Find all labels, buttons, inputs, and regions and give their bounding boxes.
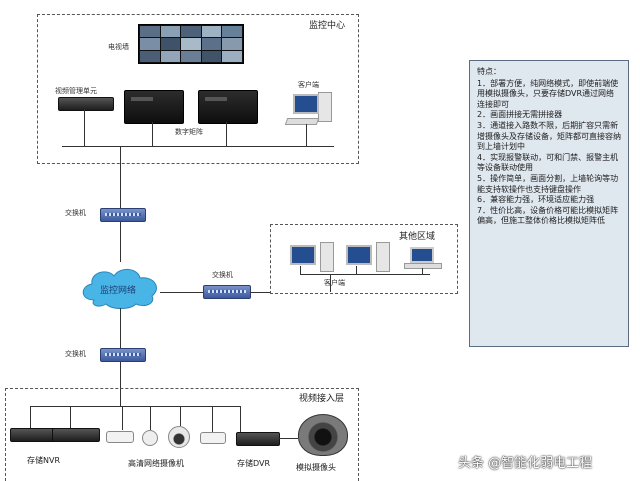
feature-item: 4．实现报警联动，可和门禁、报警主机等设备联动使用 [477,152,619,173]
switch-middle-label: 交换机 [212,271,233,279]
features-panel: 特点： 1．部署方便，纯网络模式，即使前端使用模拟摄像头，只要存储DVR通过网络… [469,60,629,347]
tv-wall-label: 电视墙 [108,43,129,51]
switch-top-label: 交换机 [65,209,86,217]
switch-middle [203,285,251,299]
ip-camera-bullet-2 [200,432,226,444]
digital-matrix-label: 数字矩阵 [175,128,203,136]
other-pc2-monitor [346,245,372,265]
watermark: 头条 @智能化弱电工程 [458,456,593,471]
ip-camera-dome-1 [142,430,158,446]
server-left [124,90,184,124]
ip-camera-bullet-1 [106,431,134,443]
feature-item: 5．操作简单，画面分割，上墙轮询等功能支持软操作也支持键盘操作 [477,173,619,194]
video-access-box [5,388,359,481]
video-access-title: 视频接入层 [299,394,345,404]
monitoring-center-box [37,14,359,164]
other-pc1-tower [320,242,334,272]
tv-wall [138,24,244,64]
video-manager-device [58,97,114,111]
network-cloud [82,269,157,309]
feature-item: 2．画面拼接无需拼接器 [477,110,563,120]
client-monitor [293,94,319,114]
nvr-1 [10,428,58,442]
nvr-2 [52,428,100,442]
video-manager-label: 视频管理单元 [55,87,97,95]
other-area-client-label: 客户端 [324,279,345,287]
feature-item: 3．通道接入路数不限，后期扩容只需新增摄像头及存储设备，矩阵都可直接容纳到上墙计… [477,120,621,152]
feature-item: 1．部署方便，纯网络模式，即使前端使用模拟摄像头，只要存储DVR通过网络连接即可 [477,78,619,109]
dvr-label: 存储DVR [237,459,271,468]
other-area-title: 其他区域 [399,232,436,242]
nvr-label: 存储NVR [27,456,61,465]
features-title: 特点： [477,67,501,76]
analog-camera-label: 模拟摄像头 [296,463,336,472]
ip-camera-ptz [168,426,190,448]
analog-camera [298,414,348,456]
other-area-box [270,224,458,294]
client-keyboard [284,118,320,125]
dvr-device [236,432,280,446]
ip-camera-label: 高清网络摄像机 [128,459,184,468]
network-cloud-label: 监控网络 [100,286,137,296]
switch-bottom-label: 交换机 [65,350,86,358]
server-right [198,90,258,124]
client-label: 客户端 [298,81,319,89]
other-laptop [410,247,434,263]
monitoring-center-title: 监控中心 [309,21,346,31]
other-pc1-monitor [290,245,316,265]
other-pc2-tower [376,242,390,272]
switch-top [100,208,146,222]
client-tower [318,92,332,122]
feature-item: 6．兼容能力强，环境适应能力强 [477,195,595,205]
switch-bottom [100,348,146,362]
feature-item: 7．性价比高，设备价格可能比模拟矩阵偏高，但施工整体价格比模拟矩阵低 [477,205,619,226]
